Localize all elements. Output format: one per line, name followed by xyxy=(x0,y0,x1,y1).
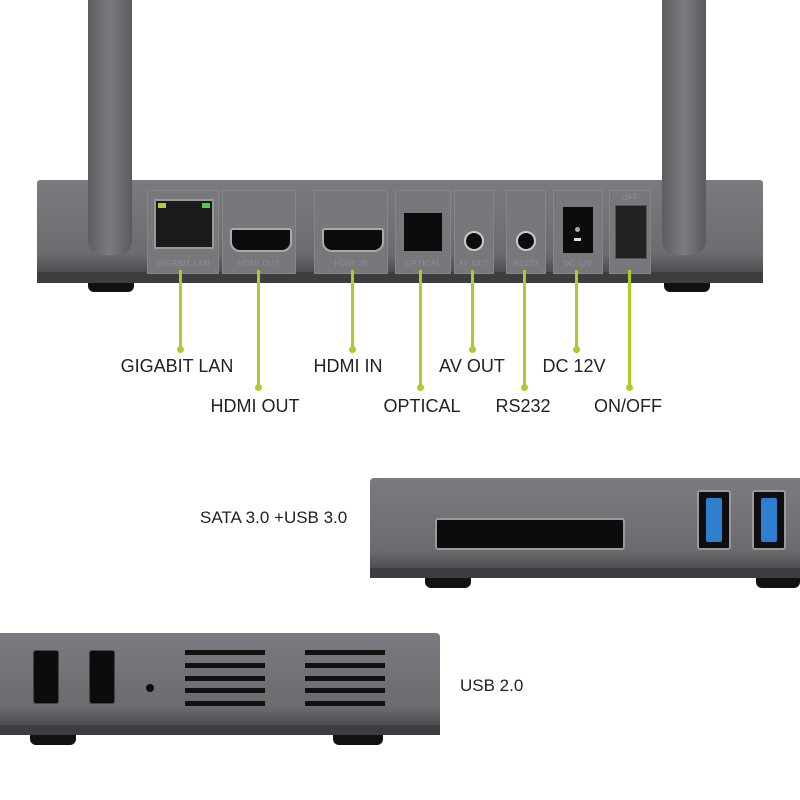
callout-line xyxy=(628,270,631,388)
callout-line xyxy=(257,270,260,388)
callout-line xyxy=(351,270,354,350)
panel-label: HDMI OUT xyxy=(238,259,280,268)
av-out-recess: AV OUT xyxy=(454,190,494,274)
optical-recess: OPTICAL xyxy=(395,190,451,274)
callout-dot xyxy=(521,384,528,391)
panel-label: AV OUT xyxy=(458,259,490,268)
antenna-base xyxy=(662,180,706,255)
av-out-jack xyxy=(464,231,484,251)
rs232-recess: RS232 xyxy=(506,190,546,274)
callout-line xyxy=(419,270,422,388)
callout-hdmi-out: HDMI OUT xyxy=(210,396,300,416)
usb3-port xyxy=(697,490,731,550)
side-device-bottom xyxy=(370,568,800,578)
led-icon xyxy=(202,203,210,208)
hdmi-in-recess: HDMI IN xyxy=(314,190,388,274)
hdmi-out-recess: HDMI OUT xyxy=(222,190,296,274)
reset-hole xyxy=(146,684,154,692)
hdmi-out-port xyxy=(230,228,292,252)
callout-line xyxy=(523,270,526,388)
sata-usb3-label: SATA 3.0 +USB 3.0 xyxy=(200,508,348,527)
usb3-port xyxy=(752,490,786,550)
switch-recess: OFF xyxy=(609,190,651,274)
foot xyxy=(664,283,710,292)
usb2-port xyxy=(33,650,59,704)
callout-dot xyxy=(417,384,424,391)
callout-dot xyxy=(349,346,356,353)
panel-label: HDMI IN xyxy=(334,259,368,268)
ethernet-port xyxy=(154,199,214,249)
foot xyxy=(88,283,134,292)
panel-label: RS232 xyxy=(513,259,539,268)
callout-dc-12v: DC 12V xyxy=(542,356,606,376)
vent-right xyxy=(305,650,385,706)
panel-label: GIGABIT LAN xyxy=(156,259,210,268)
callout-dot xyxy=(255,384,262,391)
callout-dot xyxy=(573,346,580,353)
dc-recess: DC 12V xyxy=(553,190,603,274)
callout-dot xyxy=(626,384,633,391)
foot xyxy=(756,578,800,588)
usb2-port xyxy=(89,650,115,704)
panel-label: OFF xyxy=(621,193,639,202)
foot xyxy=(425,578,471,588)
dc-power-port xyxy=(563,207,593,253)
callout-rs232: RS232 xyxy=(495,396,551,416)
foot xyxy=(333,735,383,745)
antenna-base xyxy=(88,180,132,255)
callout-dot xyxy=(469,346,476,353)
panel-label: DC 12V xyxy=(563,259,593,268)
power-switch[interactable] xyxy=(615,205,647,259)
callout-gigabit-lan: GIGABIT LAN xyxy=(120,356,234,376)
callout-line xyxy=(471,270,474,350)
callout-hdmi-in: HDMI IN xyxy=(313,356,383,376)
back-panel-bottom xyxy=(37,272,763,283)
usb2-label: USB 2.0 xyxy=(460,676,524,695)
optical-port xyxy=(404,213,442,251)
callout-optical: OPTICAL xyxy=(383,396,461,416)
lan-port-recess: GIGABIT LAN xyxy=(147,190,219,274)
callout-dot xyxy=(177,346,184,353)
rs232-jack xyxy=(516,231,536,251)
hdmi-in-port xyxy=(322,228,384,252)
vent-left xyxy=(185,650,265,706)
callout-line xyxy=(179,270,182,350)
front-device-bottom xyxy=(0,725,440,735)
callout-av-out: AV OUT xyxy=(439,356,505,376)
foot xyxy=(30,735,76,745)
led-icon xyxy=(158,203,166,208)
panel-label: OPTICAL xyxy=(404,259,442,268)
callout-on-off: ON/OFF xyxy=(594,396,662,416)
sata-slot xyxy=(435,518,625,550)
callout-line xyxy=(575,270,578,350)
